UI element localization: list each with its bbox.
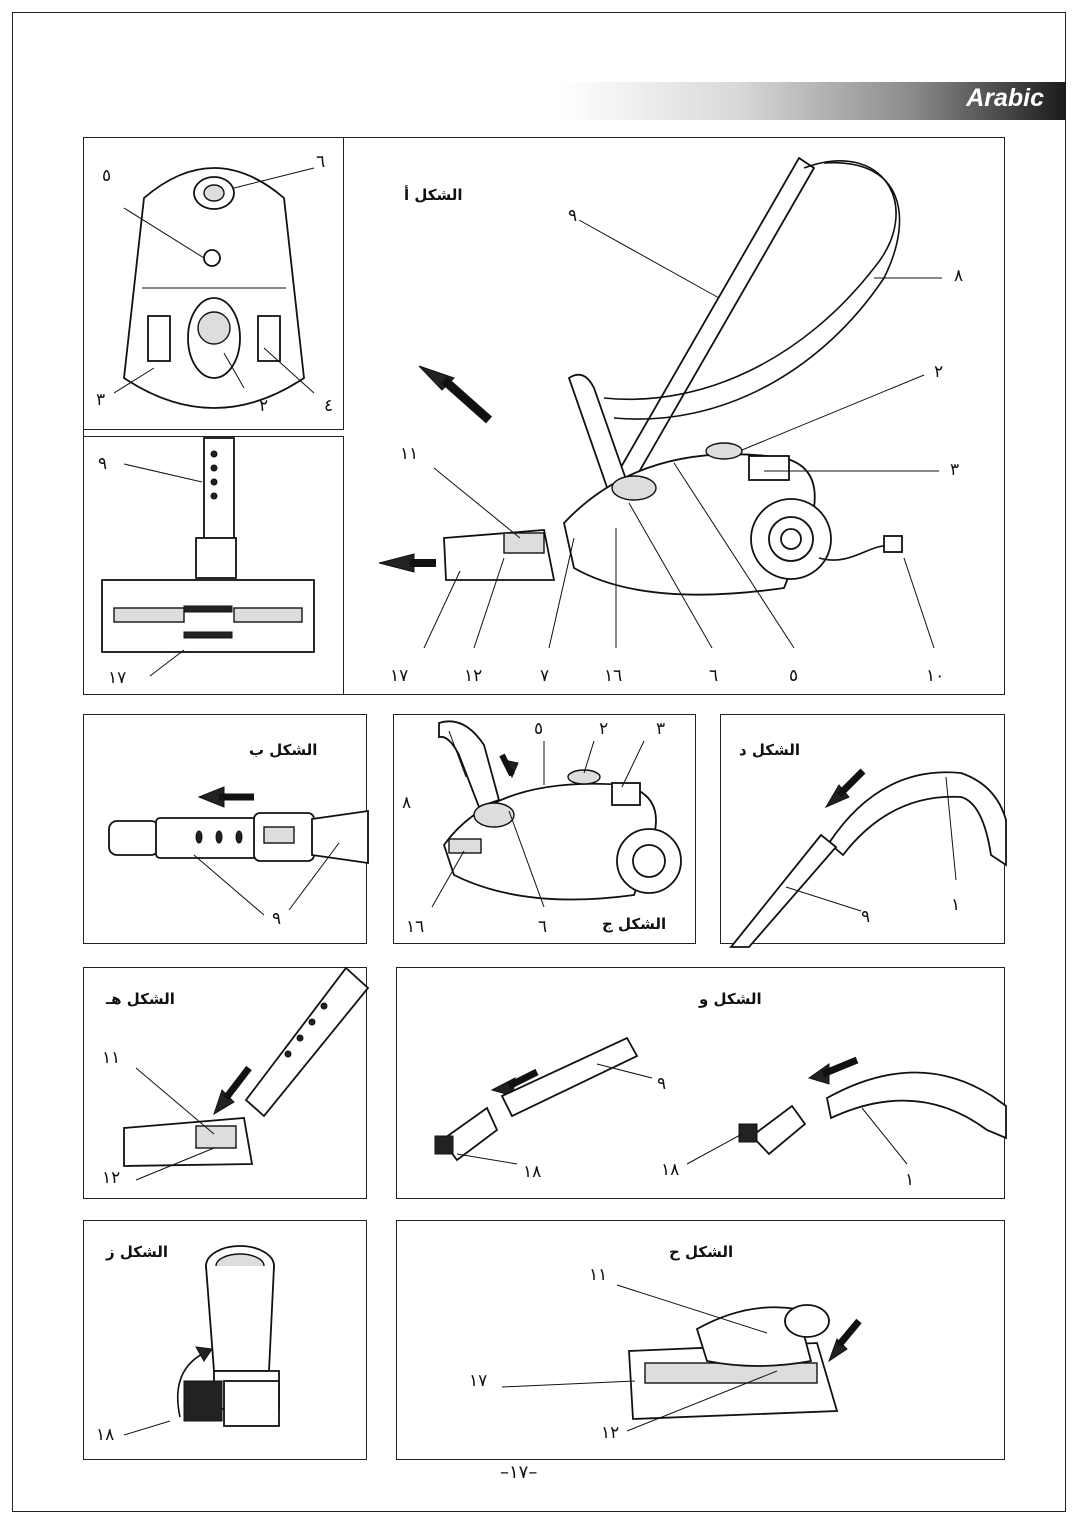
page-border <box>12 12 1066 1512</box>
figure-c-title: الشكل ج <box>602 915 667 933</box>
callout-label: ١ <box>951 895 961 915</box>
callout-label: ١٧ <box>469 1371 488 1391</box>
vacuum-cleaner-illustration <box>101 156 942 677</box>
language-tag: Arabic <box>966 84 1044 112</box>
callout-label: ٥ <box>102 166 112 186</box>
turbo-nozzle-illustration <box>501 1284 862 1432</box>
page-number: –١٧– <box>500 1462 538 1483</box>
figure-g-panel: الشكل ز ١٨ <box>83 1220 367 1460</box>
callout-label: ٤ <box>324 396 334 416</box>
callout-label: ١٦ <box>406 917 425 937</box>
callout-label: ٢ <box>259 396 269 416</box>
figure-g-title: الشكل ز <box>106 1243 169 1261</box>
callout-label: ١٢ <box>102 1168 121 1188</box>
callout-label: ٢ <box>934 362 944 382</box>
callout-label: ٦ <box>316 152 326 172</box>
callout-label: ٩ <box>568 206 578 226</box>
callout-label: ١٢ <box>464 666 483 686</box>
callout-label: ٦ <box>538 917 548 937</box>
callout-label: ٩ <box>98 454 108 474</box>
callout-label: ٥ <box>534 719 544 739</box>
figure-d-panel: الشكل د ١ ٩ <box>720 714 1007 948</box>
brush-tool-illustration <box>123 1245 280 1436</box>
callout-label: ٣ <box>656 719 666 739</box>
callout-label: ١ <box>905 1170 915 1190</box>
callout-label: ١٨ <box>523 1162 542 1182</box>
callout-label: ١٦ <box>604 666 623 686</box>
callout-label: ١١ <box>102 1048 121 1068</box>
callout-label: ١٧ <box>108 668 127 688</box>
figure-b-title: الشكل ب <box>249 741 318 759</box>
hose-connection-illustration <box>729 768 1007 948</box>
figure-a-panel: الشكل أ <box>83 137 1005 695</box>
callout-label: ١٨ <box>96 1425 115 1445</box>
figure-a-title: الشكل أ <box>404 186 463 204</box>
figure-f-title: الشكل و <box>699 990 762 1008</box>
callout-label: ١٢ <box>601 1423 620 1443</box>
callout-label: ٦ <box>709 666 719 686</box>
callout-label: ٢ <box>599 719 609 739</box>
callout-label: ٣ <box>96 390 106 410</box>
telescopic-tube-illustration <box>108 786 369 916</box>
vacuum-body-illustration <box>431 720 682 908</box>
callout-label: ٧ <box>540 666 550 686</box>
callout-label: ٨ <box>954 266 964 286</box>
callout-label: ٨ <box>402 793 412 813</box>
callout-label: ٩ <box>272 909 282 929</box>
crevice-tool-attach-illustration <box>434 1036 1007 1165</box>
callout-label: ٥ <box>789 666 799 686</box>
figure-b-panel: الشكل ب ٩ <box>83 714 369 944</box>
figure-h-title: الشكل ح <box>669 1243 734 1261</box>
callout-label: ١٧ <box>390 666 409 686</box>
callout-label: ٩ <box>861 907 871 927</box>
figure-c-panel: الشكل ج ٥ ٢ ٣ ٨ ١٦ ٦ <box>393 714 696 944</box>
callout-label: ١٠ <box>926 666 945 686</box>
callout-label: ٣ <box>950 460 960 480</box>
figure-e-title: الشكل هـ <box>106 990 175 1008</box>
language-header-band: Arabic <box>560 82 1066 120</box>
figure-d-title: الشكل د <box>739 741 801 759</box>
callout-label: ٩ <box>657 1074 667 1094</box>
callout-label: ١١ <box>589 1265 608 1285</box>
figure-e-panel: الشكل هـ ١١ ١٢ <box>83 966 370 1199</box>
figure-h-panel: الشكل ح ١١ ١٧ ١٢ <box>396 1220 1005 1460</box>
callout-label: ١٨ <box>661 1160 680 1180</box>
figure-f-panel: الشكل و ٩ ١٨ ١٨ ١ <box>396 967 1007 1199</box>
floor-nozzle-attach-illustration <box>123 966 370 1181</box>
callout-label: ١١ <box>400 444 419 464</box>
